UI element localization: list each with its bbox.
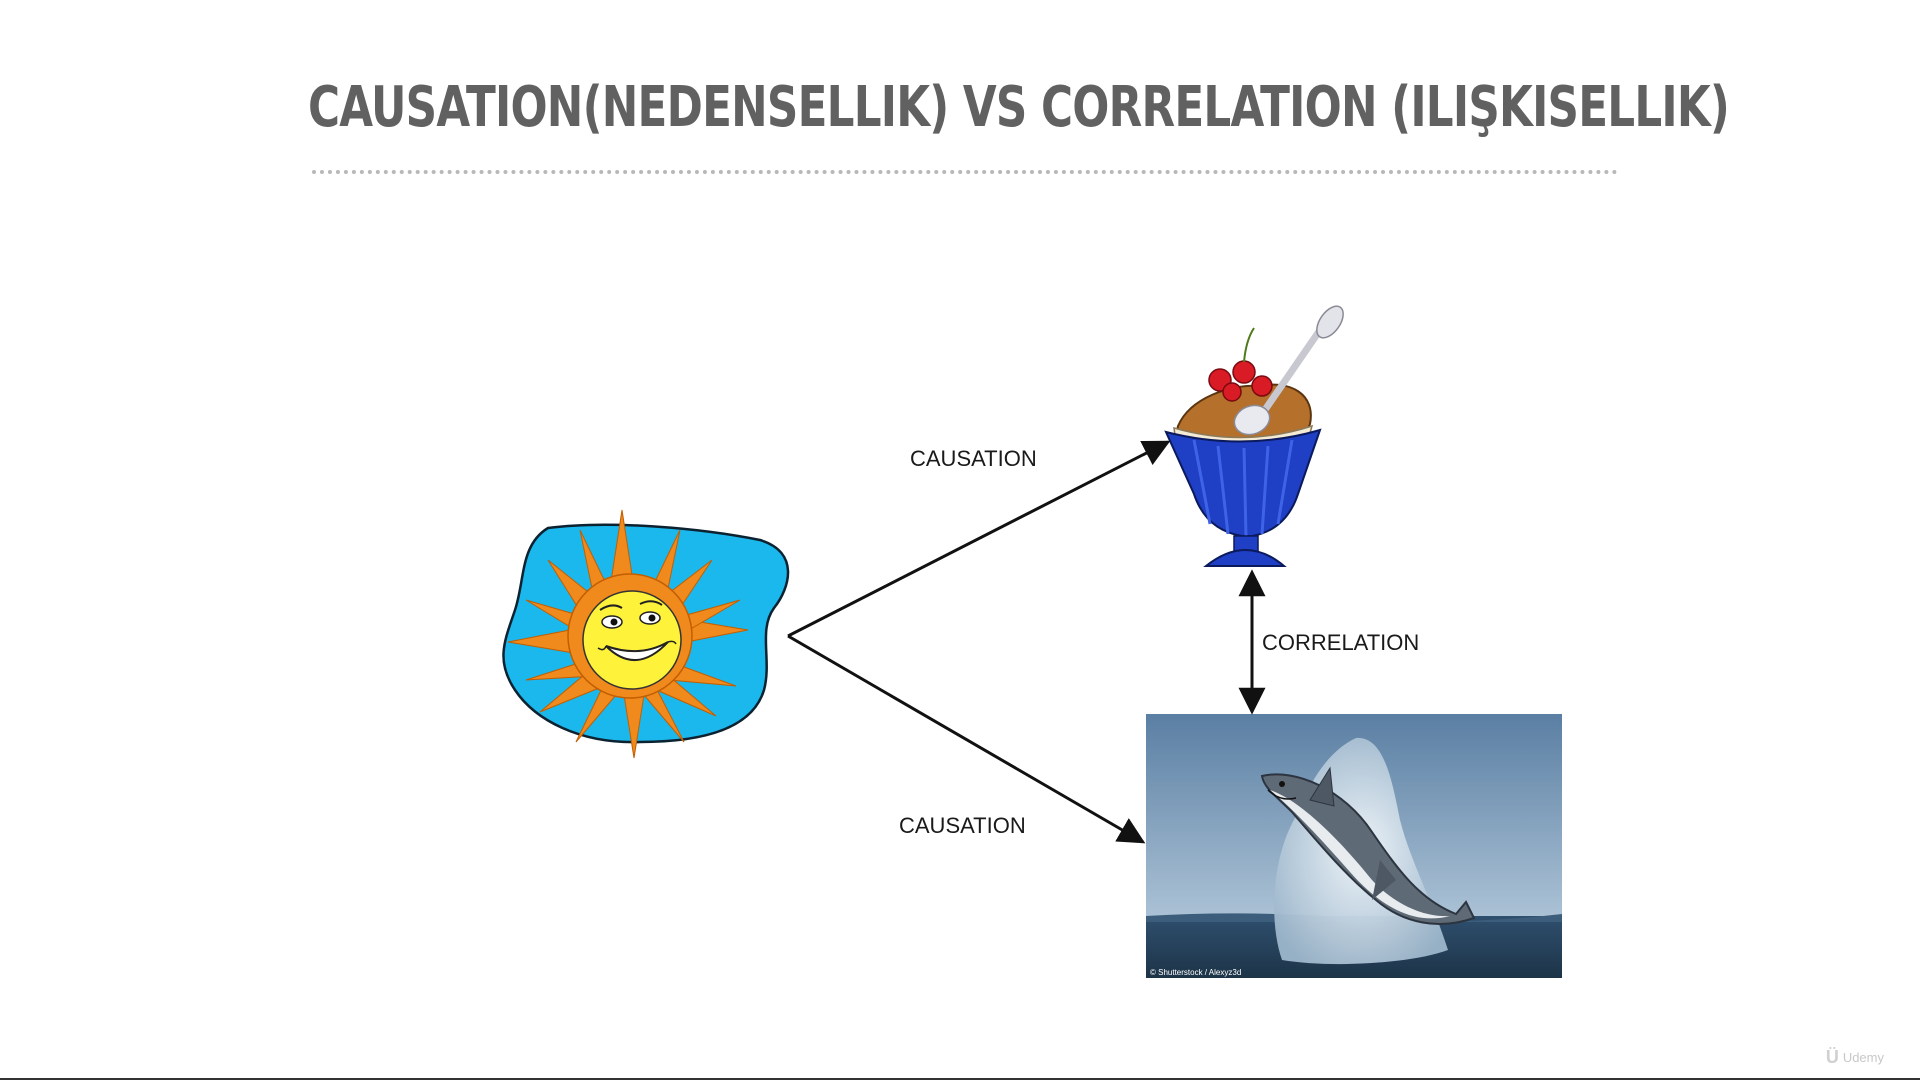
udemy-logo-icon: Ü [1825, 1047, 1839, 1067]
udemy-watermark: Ü Udemy [1826, 1047, 1884, 1068]
causation-arrow-sun-to-shark [787, 634, 1146, 844]
photo-credit: © Shutterstock / Alexyz3d [1150, 968, 1241, 977]
udemy-brand-text: Udemy [1842, 1050, 1884, 1065]
sun-icon [502, 509, 790, 759]
shark-photo: © Shutterstock / Alexyz3d [1146, 714, 1562, 978]
ice-cream-sundae-icon [1164, 305, 1344, 567]
causation-arrow-sun-to-ice-cream [787, 440, 1171, 638]
title-divider [312, 170, 1618, 174]
edge-label-causation-top: CAUSATION [910, 446, 1037, 471]
edge-label-correlation: CORRELATION [1262, 630, 1420, 655]
bottom-divider [0, 1078, 1920, 1080]
edge-label-causation-bottom: CAUSATION [899, 813, 1026, 838]
